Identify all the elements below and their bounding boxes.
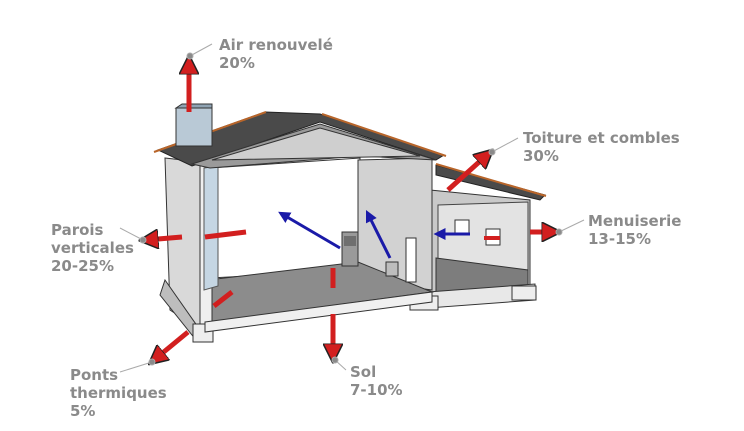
heater-arrow-right <box>365 209 392 259</box>
sol-name: Sol <box>350 363 377 381</box>
parois-line2: verticales <box>51 239 134 257</box>
air-name: Air renouvelé <box>219 36 333 54</box>
roof-loss-arrow <box>446 154 488 192</box>
heater-arrow-left <box>278 211 341 250</box>
toiture-name: Toiture et combles <box>523 129 680 147</box>
air-renouvele-label: Air renouvelé 20% <box>219 36 333 72</box>
menuiserie-value: 13-15% <box>588 230 652 248</box>
bridge-loss-arrow-inner <box>212 290 234 308</box>
house-structure <box>153 103 547 343</box>
ponts-line1: Ponts <box>70 366 119 384</box>
wall-loss-arrow-inner <box>204 229 247 240</box>
label-leaders <box>119 43 585 373</box>
ponts-line2: thermiques <box>70 384 167 402</box>
sol-label: Sol 7-10% <box>350 363 403 399</box>
heat-loss-arrows <box>146 62 554 360</box>
toiture-label: Toiture et combles 30% <box>523 129 680 165</box>
parois-line1: Parois <box>51 221 104 239</box>
ponts-value: 5% <box>70 402 96 420</box>
parois-label: Parois verticales 20-25% <box>51 221 134 275</box>
wall-loss-arrow <box>146 237 183 240</box>
sol-value: 7-10% <box>350 381 403 399</box>
air-value: 20% <box>219 54 255 72</box>
internal-heat-arrows <box>278 209 470 259</box>
menuiserie-name: Menuiserie <box>588 212 682 230</box>
menuiserie-label: Menuiserie 13-15% <box>588 212 681 248</box>
ponts-label: Ponts thermiques 5% <box>70 366 167 420</box>
parois-value: 20-25% <box>51 257 115 275</box>
bridge-loss-arrow <box>154 330 190 360</box>
toiture-value: 30% <box>523 147 559 165</box>
